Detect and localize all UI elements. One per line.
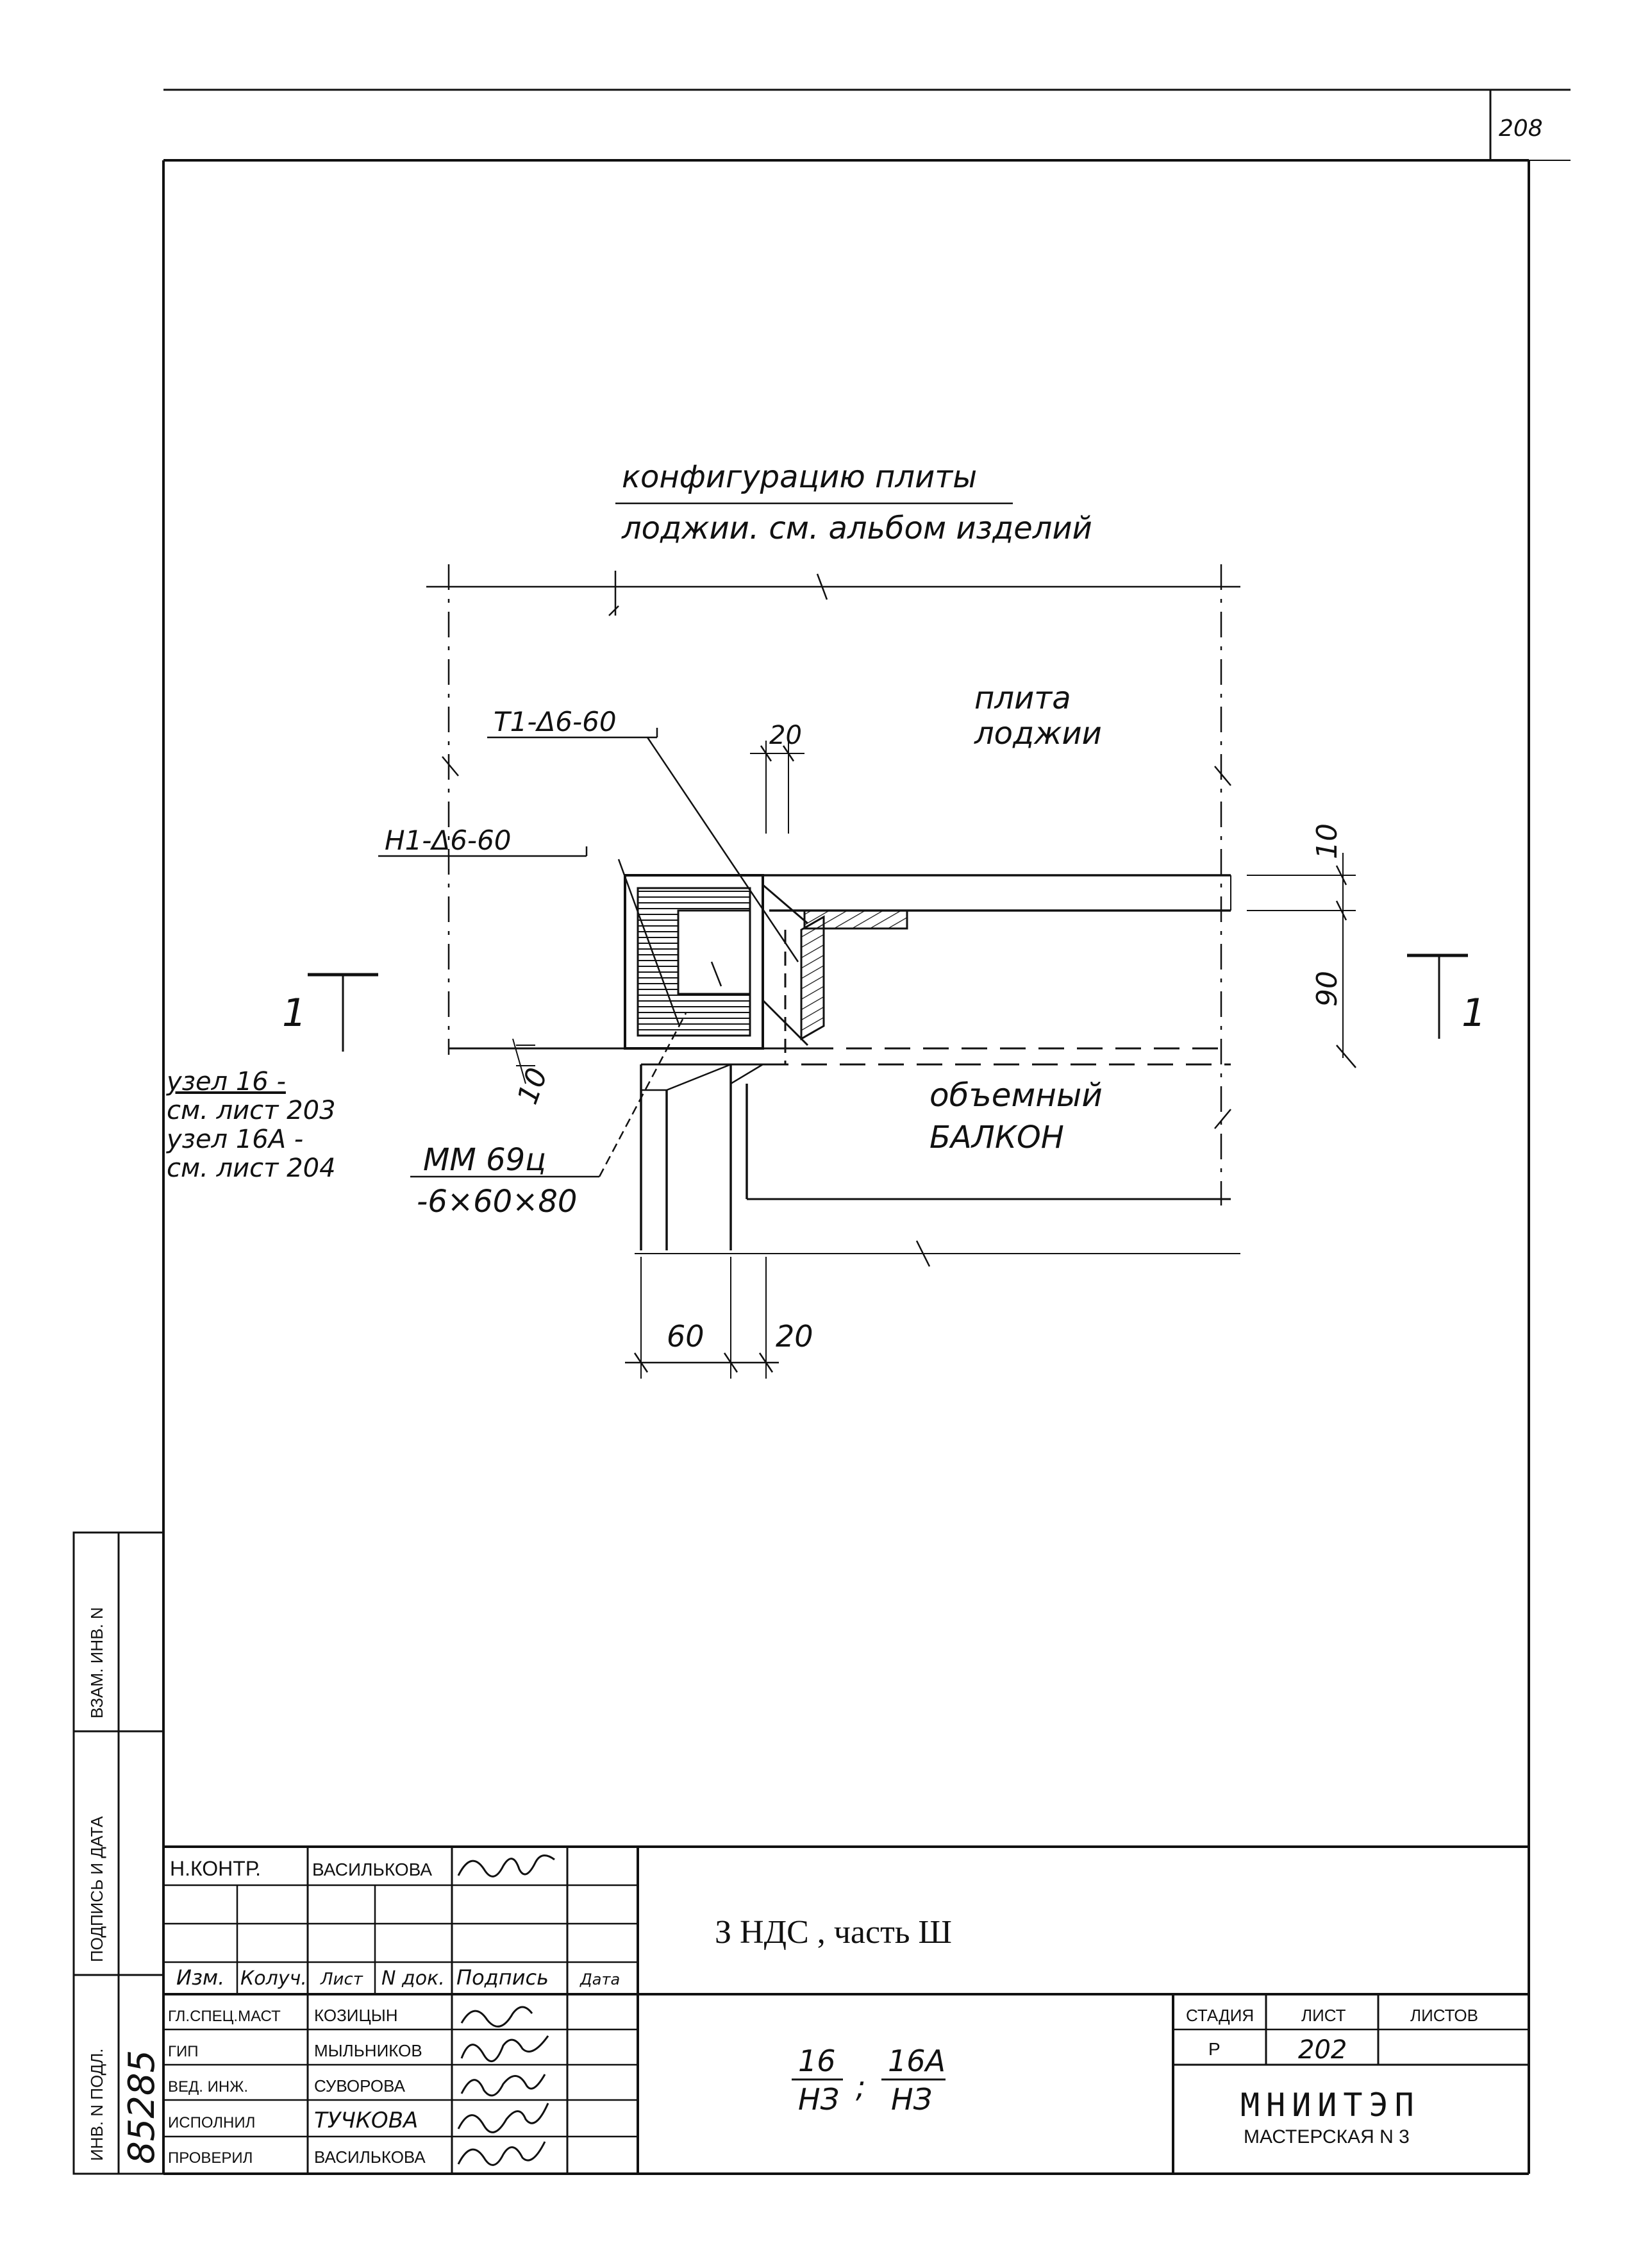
stage-label: СТАДИЯ [1186, 2006, 1254, 2025]
dim-90-right: 90 [1311, 971, 1344, 1007]
side-stamp-replace-inv: ВЗАМ. ИНВ. N [87, 1607, 106, 1718]
node-note-line1: узел 16 - [166, 1067, 286, 1096]
header-izm: Изм. [176, 1965, 224, 1990]
dim-10-right: 10 [1311, 823, 1344, 859]
row-name: ТУЧКОВА [314, 2108, 418, 2133]
header-ndok: N док. [381, 1967, 445, 1990]
label-mm-line1: ММ 69ц [423, 1142, 546, 1178]
sheets-label: ЛИСТОВ [1410, 2006, 1478, 2025]
header-podpis: Подпись [456, 1965, 549, 1990]
side-stamp-signature-date: ПОДПИСЬ И ДАТА [87, 1816, 106, 1962]
dim-10-left: 10 [511, 1064, 554, 1109]
org-workshop: МАСТЕРСКАЯ N 3 [1244, 2126, 1410, 2147]
dim-60-bottom: 60 [667, 1319, 704, 1354]
n-kontr-name: ВАСИЛЬКОВА [312, 1860, 432, 1879]
row-role: ГЛ.СПЕЦ.МАСТ [168, 2008, 281, 2025]
label-t1: Т1-Δ6-60 [494, 706, 617, 737]
label-slab-line1: плита [974, 680, 1071, 716]
label-h1: Н1-Δ6-60 [385, 825, 512, 856]
row-role: ВЕД. ИНЖ. [168, 2078, 248, 2096]
sheet-value: 202 [1298, 2035, 1347, 2065]
node-frac1-bottom: НЗ [798, 2082, 839, 2117]
title-block [163, 1845, 1529, 2174]
side-stamp-inv-value: 85285 [121, 2050, 163, 2164]
note-config-line1: конфигурацию плиты [622, 459, 977, 495]
label-balcony-line2: БАЛКОН [929, 1120, 1064, 1155]
row-name: ВАСИЛЬКОВА [314, 2147, 426, 2167]
row-name: МЫЛЬНИКОВ [314, 2041, 422, 2060]
row-role: ГИП [168, 2043, 199, 2060]
node-frac2-top: 16А [888, 2044, 946, 2078]
org-name: МНИИТЭП [1240, 2087, 1421, 2124]
side-stamp-inv-podl: ИНВ. N ПОДЛ. [87, 2049, 106, 2162]
section-mark-right: 1 [1462, 991, 1486, 1036]
n-kontr-label: Н.КОНТР. [170, 1857, 261, 1880]
header-list: Лист [320, 1970, 363, 1989]
row-role: ПРОВЕРИЛ [168, 2149, 253, 2167]
node-frac-separator: ; [856, 2069, 866, 2104]
node-note-line3: узел 16А - [166, 1125, 303, 1154]
project-title: З НДС , часть Ш [715, 1914, 952, 1951]
section-mark-left: 1 [282, 991, 306, 1036]
header-koluch: Колуч. [240, 1967, 307, 1990]
label-balcony-line1: объемный [929, 1077, 1103, 1114]
signatures [457, 1854, 555, 2166]
detail-drawing [308, 502, 1468, 1379]
label-slab-line2: лоджии [974, 716, 1102, 752]
sheet-label: ЛИСТ [1301, 2006, 1346, 2025]
label-mm-line2: -6×60×80 [417, 1184, 577, 1220]
sheet-frame [162, 88, 1571, 2175]
node-note-line4: см. лист 204 [167, 1154, 336, 1183]
corner-sheet-number: 208 [1499, 115, 1543, 142]
note-config-line2: лоджии. см. альбом изделий [621, 510, 1092, 546]
row-name: КОЗИЦЫН [314, 2006, 398, 2025]
node-frac2-bottom: НЗ [891, 2082, 932, 2117]
row-role: ИСПОЛНИЛ [168, 2114, 255, 2131]
node-frac1-top: 16 [798, 2044, 836, 2078]
side-stamp [72, 1531, 165, 2175]
dim-20-top: 20 [769, 721, 802, 750]
header-data: Дата [579, 1970, 620, 1988]
stage-value: Р [1208, 2039, 1221, 2059]
node-note-line2: см. лист 203 [167, 1096, 336, 1125]
dim-20-bottom: 20 [776, 1319, 813, 1354]
row-name: СУВОРОВА [314, 2076, 406, 2096]
